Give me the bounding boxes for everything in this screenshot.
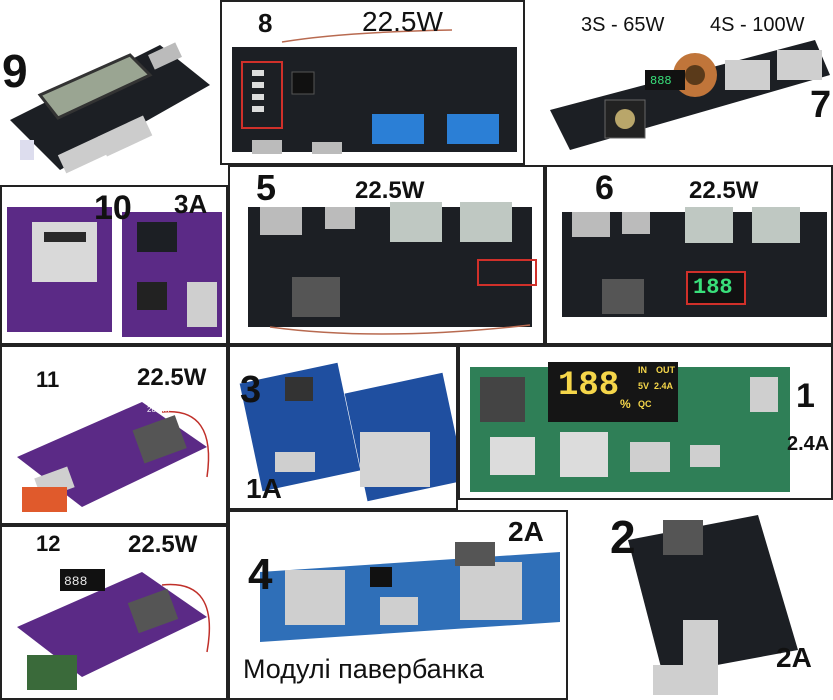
- module-12-photo: 888: [17, 569, 211, 690]
- module-4-photo: [260, 542, 560, 642]
- panel-1-current: 2.4A: [787, 433, 830, 455]
- panel-1-number: 1: [796, 377, 815, 415]
- module-3-photo: [239, 362, 456, 502]
- panel-7-power-4s: 4S - 100W: [710, 14, 805, 36]
- module-9-photo: [10, 42, 210, 174]
- panel-3: 3 1A: [228, 345, 458, 510]
- panel-1-out-label: OUT: [656, 365, 675, 375]
- panel-1-in-label: IN: [638, 365, 647, 375]
- panel-11-number: 11: [36, 367, 60, 392]
- panel-12-power: 22.5W: [128, 531, 198, 558]
- panel-8: 8 22.5W: [220, 0, 525, 165]
- panel-9: 9: [0, 0, 220, 185]
- panel-11: 11 22.5W 33mm 28mm: [0, 345, 228, 525]
- panel-1-display-unit: %: [620, 397, 631, 411]
- svg-text:888: 888: [650, 74, 672, 88]
- module-2-photo: [628, 515, 798, 695]
- panel-1-amp-label: 2.4A: [654, 381, 674, 391]
- panel-6-power: 22.5W: [689, 177, 759, 204]
- panel-7-number: 7: [810, 84, 832, 126]
- panel-12: 888 12 22.5W: [0, 525, 228, 700]
- svg-text:888: 888: [64, 574, 87, 589]
- caption: Модулі павербанка: [243, 654, 485, 684]
- panel-6-display: 188: [693, 275, 733, 300]
- panel-4: 4 2A: [228, 510, 568, 700]
- panel-10-current: 3A: [174, 189, 208, 219]
- module-6-photo: [562, 207, 827, 317]
- panel-10-number: 10: [94, 189, 132, 227]
- module-5-photo: [248, 202, 537, 335]
- panel-3-number: 3: [240, 369, 262, 411]
- panel-1-display: 188: [558, 367, 620, 405]
- panel-2-current: 2A: [776, 642, 812, 673]
- panel-1-qc-label: QC: [638, 399, 652, 409]
- module-7-photo: 888: [550, 40, 830, 150]
- panel-7: 888 3S - 65W 4S - 100W 7: [525, 0, 833, 165]
- panel-10: 10 3A: [0, 185, 228, 345]
- panel-1-volt-label: 5V: [638, 381, 650, 391]
- panel-9-number: 9: [2, 45, 28, 97]
- module-8-photo: [232, 29, 517, 154]
- module-11-photo: [17, 402, 210, 512]
- panel-3-current: 1A: [246, 473, 282, 504]
- panel-1: 188 % IN OUT 5V 2.4A QC 1 2.4A: [458, 345, 833, 500]
- panel-4-number: 4: [248, 550, 273, 599]
- panel-11-dim1: 33mm: [42, 417, 65, 426]
- panel-6: 6 22.5W 188: [545, 165, 833, 345]
- panel-2-number: 2: [610, 511, 636, 563]
- panel-11-dim2: 28mm: [147, 405, 170, 414]
- module-1-photo: [470, 362, 790, 492]
- panel-5-power: 22.5W: [355, 177, 425, 204]
- panel-11-power: 22.5W: [137, 364, 207, 391]
- panel-8-power: 22.5W: [362, 6, 443, 37]
- panel-7-power-3s: 3S - 65W: [581, 14, 665, 36]
- panel-8-number: 8: [258, 8, 273, 38]
- panel-12-number: 12: [36, 531, 61, 556]
- panel-4-current: 2A: [508, 516, 544, 547]
- panel-5: 5 22.5W: [228, 165, 545, 345]
- panel-5-number: 5: [256, 167, 277, 208]
- module-10-photo: [7, 207, 222, 337]
- panel-2: 2 2A: [568, 500, 833, 700]
- panel-6-number: 6: [595, 169, 614, 207]
